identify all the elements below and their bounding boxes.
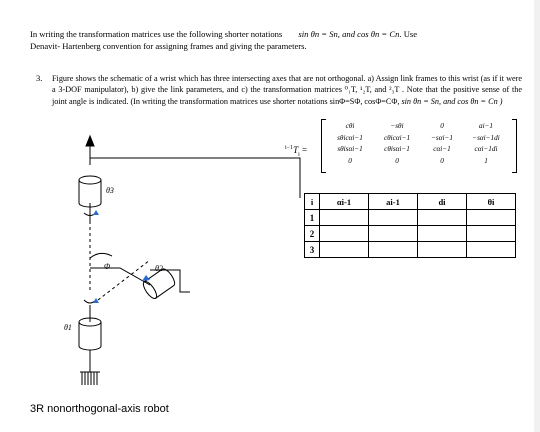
intro-line1-math: sin θn = Sn, and cos θn = Cn bbox=[298, 29, 400, 39]
link-frame-upper bbox=[90, 157, 301, 198]
matrix-cell: cθisαi−1 bbox=[384, 145, 410, 153]
matrix-cell: ai−1 bbox=[478, 122, 494, 130]
matrix-cell: 0 bbox=[440, 122, 444, 130]
matrix-label-subscript: i bbox=[298, 151, 300, 158]
matrix-cell: cαi−1di bbox=[474, 145, 498, 153]
matrix-label-equals: = bbox=[302, 145, 308, 155]
table-cell[interactable] bbox=[466, 241, 516, 258]
link-mid bbox=[90, 267, 151, 286]
question-math: sin θn = Sn, and cos θn = Cn ) bbox=[401, 96, 503, 106]
question-text: Figure shows the schematic of a wrist wh… bbox=[52, 73, 522, 107]
table-row: 3 bbox=[304, 241, 516, 258]
matrix-grid: cθi −sθi 0 ai−1 sθicαi−1 cθicαi−1 −sαi−1… bbox=[328, 122, 510, 168]
matrix-label-superscript: i−1 bbox=[285, 145, 294, 151]
theta1-label: θ1 bbox=[64, 323, 72, 332]
dh-parameter-table: i αi-1 ai-1 di θi 1 2 3 bbox=[304, 193, 516, 258]
intro-line2: Denavit- Hartenberg convention for assig… bbox=[30, 41, 307, 51]
matrix-cell: 0 bbox=[440, 156, 444, 165]
matrix-cell: cαi−1 bbox=[433, 145, 451, 153]
figure-caption: 3R nonorthogonal-axis robot bbox=[30, 403, 169, 415]
joint3-top-ellipse bbox=[78, 175, 102, 185]
instructions-paragraph: In writing the transformation matrices u… bbox=[30, 28, 520, 52]
question-number: 3. bbox=[36, 73, 43, 83]
blue-arrowhead-theta2 bbox=[142, 275, 150, 281]
matrix-cell: cθicαi−1 bbox=[383, 133, 411, 142]
blue-arrowhead-theta3 bbox=[93, 210, 99, 215]
theta3-label: θ3 bbox=[106, 186, 114, 195]
matrix-cell: sθisαi−1 bbox=[337, 145, 363, 153]
transformation-matrix: cθi −sθi 0 ai−1 sθicαi−1 cθicαi−1 −sαi−1… bbox=[321, 119, 517, 173]
matrix-cell: −sαi−1di bbox=[472, 133, 500, 142]
matrix-cell: 0 bbox=[395, 156, 399, 165]
intro-line1-text: In writing the transformation matrices u… bbox=[30, 29, 283, 39]
theta2-label: θ2 bbox=[155, 264, 163, 273]
axis-arrowhead-top bbox=[85, 134, 95, 147]
phi-label: Φ bbox=[104, 262, 111, 271]
matrix-cell: 1 bbox=[484, 156, 488, 165]
matrix-cell: −sθi bbox=[390, 122, 404, 130]
matrix-cell: 0 bbox=[348, 156, 352, 165]
matrix-label-t: T bbox=[293, 145, 299, 155]
joint2-cylinder bbox=[142, 268, 176, 300]
joint1-cylinder-body bbox=[78, 322, 102, 351]
axis-dashed-inclined bbox=[97, 259, 151, 301]
joint2-body bbox=[143, 268, 176, 299]
question-body: Figure shows the schematic of a wrist wh… bbox=[52, 74, 522, 106]
blue-arrowhead-theta1 bbox=[93, 298, 99, 303]
matrix-cell: −sαi−1 bbox=[431, 133, 453, 142]
intro-line1-end: . Use bbox=[399, 29, 418, 39]
phi-angle-arc bbox=[89, 252, 113, 259]
matrix-cell: cθi bbox=[345, 122, 355, 130]
matrix-cell: sθicαi−1 bbox=[337, 133, 363, 142]
link-frame-right bbox=[150, 269, 190, 293]
page-edge-shadow bbox=[534, 0, 540, 432]
matrix-label: i−1Ti = bbox=[285, 145, 307, 158]
